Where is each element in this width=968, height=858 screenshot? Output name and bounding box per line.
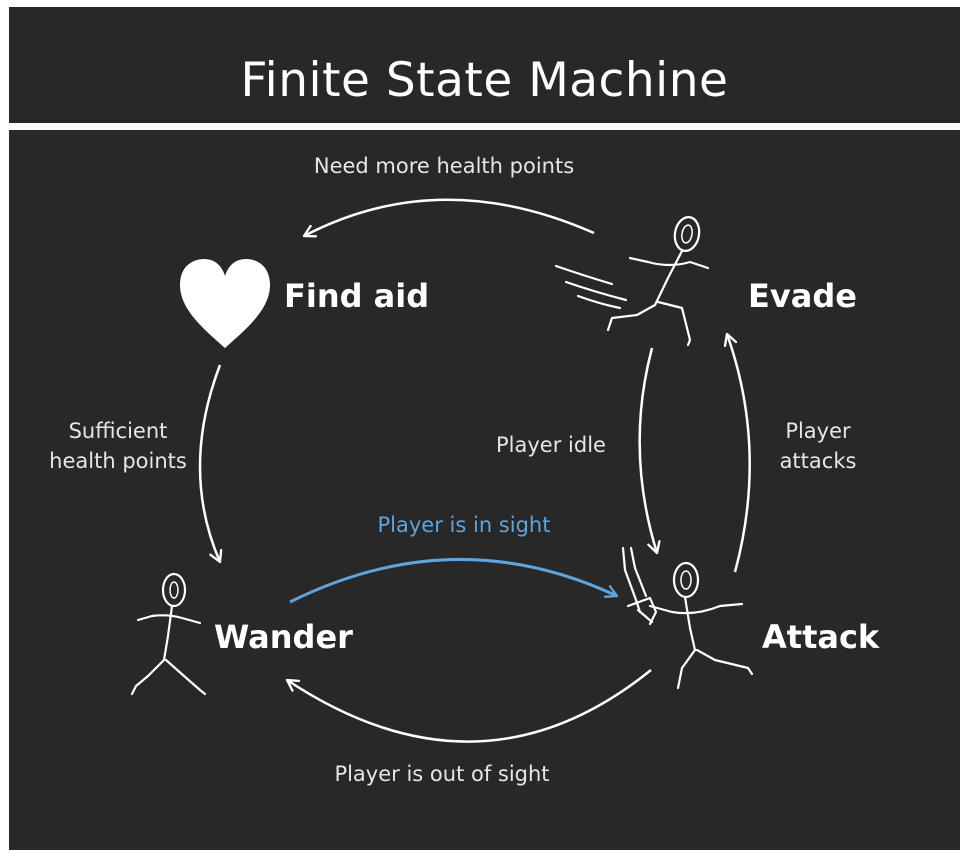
arrow-player-out-of-sight — [285, 669, 652, 743]
arrow-player-in-sight — [289, 557, 619, 604]
arrow-player-attacks — [723, 332, 751, 573]
arrow-sufficient-health — [198, 364, 223, 564]
arrow-need-health — [302, 198, 595, 238]
running-figure-icon — [554, 216, 710, 347]
walking-figure-icon — [130, 572, 207, 696]
sword-figure-icon — [621, 546, 754, 690]
label-player-idle: Player idle — [496, 433, 606, 457]
label-player-out-of-sight: Player is out of sight — [334, 762, 550, 786]
heart-icon — [180, 259, 270, 348]
page-title: Finite State Machine — [240, 53, 729, 108]
label-player-in-sight: Player is in sight — [377, 513, 551, 537]
state-wander: Wander — [214, 618, 353, 656]
state-attack: Attack — [762, 618, 880, 656]
arrow-player-idle — [638, 347, 661, 555]
state-evade: Evade — [748, 277, 857, 315]
label-need-health: Need more health points — [313, 154, 575, 178]
state-find-aid: Find aid — [284, 277, 430, 315]
label-player-attacks: Player attacks — [779, 419, 857, 473]
diagram-panel — [9, 130, 960, 850]
title-bar: Finite State Machine — [9, 7, 960, 123]
label-sufficient-health: Sufficient health points — [49, 419, 187, 473]
